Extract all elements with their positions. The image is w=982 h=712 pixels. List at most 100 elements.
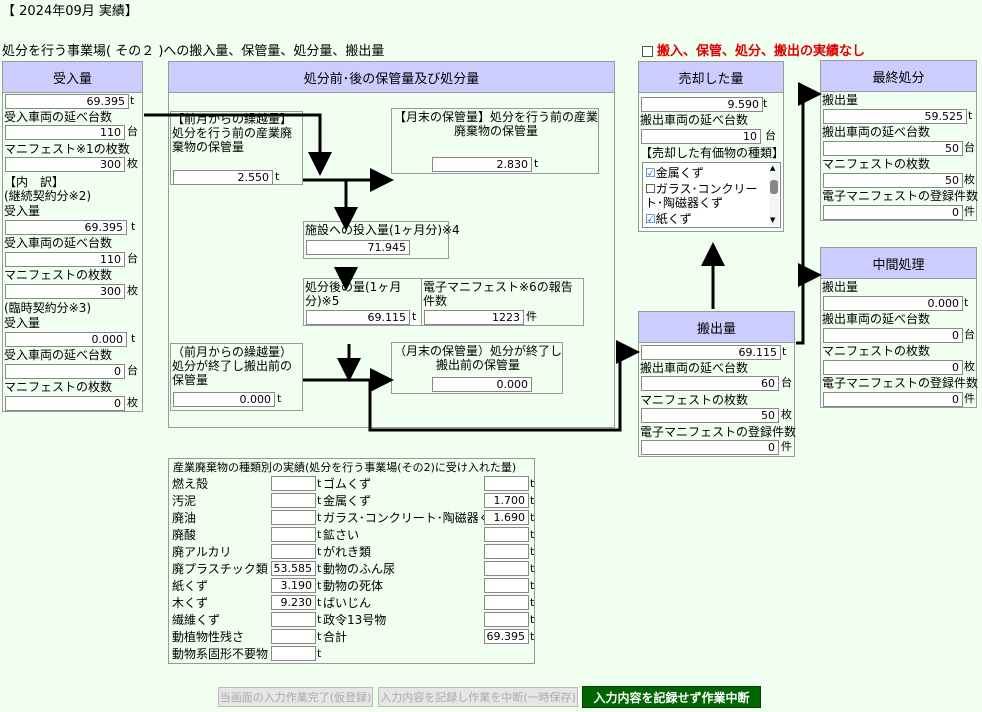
unit-t: t [317, 596, 322, 609]
intake-vehicles-field[interactable]: 110 [5, 125, 125, 140]
intake-amount-field[interactable]: 69.395 [5, 94, 129, 109]
final-manifest-field[interactable]: 50 [823, 173, 963, 188]
unit-dai: 台 [781, 376, 792, 389]
final-e-label: 電子マニフェストの登録件数 [822, 189, 979, 203]
waste-left-field[interactable] [271, 544, 316, 559]
sold-type-item[interactable]: ☑金属くず [645, 166, 704, 180]
sold-type-item[interactable]: ☑紙くず [645, 212, 692, 226]
middle-panel: 中間処理 搬出量 0.000 t 搬出車両の延べ台数 0 台 マニフェストの枚数… [820, 247, 978, 408]
unit-t: t [317, 528, 322, 541]
unit-dai: 台 [964, 328, 975, 341]
sold-types-listbox[interactable]: ☑金属くず ☐ガラス･コンクリート･陶磁器くず ☑紙くず ▲ ▼ [642, 162, 781, 228]
sold-vehicles-field[interactable]: 10 [641, 129, 761, 144]
unit-t: t [530, 596, 535, 609]
unit-dai: 台 [127, 125, 138, 138]
waste-left-field[interactable] [271, 527, 316, 542]
unit-ken: 件 [964, 205, 975, 218]
suspend-nosave-button[interactable]: 入力内容を記録せず作業中断 [582, 686, 761, 708]
temp-label: (臨時契約分※3) [4, 301, 92, 315]
waste-left-field[interactable]: 9.230 [271, 595, 316, 610]
unit-t: t [275, 170, 280, 183]
unit-t: t [317, 630, 322, 643]
waste-right-label: ガラス･コンクリート･陶磁器くず [323, 511, 503, 525]
waste-right-field[interactable] [484, 476, 529, 491]
waste-left-field[interactable] [271, 646, 316, 661]
out-vehicles-field[interactable]: 60 [641, 376, 779, 391]
out-e-field[interactable]: 0 [641, 440, 779, 455]
waste-right-field[interactable]: 1.690 [484, 510, 529, 525]
after-field[interactable]: 69.115 [306, 310, 410, 325]
waste-left-label: 廃アルカリ [172, 545, 232, 559]
intake-manifest-field[interactable]: 300 [5, 157, 125, 172]
waste-left-label: 燃え殻 [172, 477, 209, 491]
unit-t: t [317, 579, 322, 592]
scroll-thumb[interactable] [770, 180, 778, 194]
provisional-save-button[interactable]: 当画面の入力作業完了(仮登録) [218, 687, 373, 707]
waste-right-field[interactable] [484, 578, 529, 593]
waste-left-field[interactable]: 3.190 [271, 578, 316, 593]
waste-right-field[interactable]: 69.395 [484, 629, 529, 644]
final-vehicles-field[interactable]: 50 [823, 141, 963, 156]
cont-amount-label: 受入量 [4, 204, 41, 218]
listbox-scrollbar[interactable]: ▲ ▼ [769, 164, 779, 226]
waste-left-field[interactable]: 53.585 [271, 561, 316, 576]
out-amount-field[interactable]: 69.115 [641, 345, 781, 360]
temp-amount-field[interactable]: 0.000 [5, 332, 127, 347]
waste-left-label: 繊維くず [172, 613, 221, 627]
sold-type-item[interactable]: ☐ガラス･コンクリート･陶磁器くず [645, 182, 758, 210]
carry-before-field[interactable]: 2.550 [173, 170, 273, 185]
unit-t: t [277, 392, 282, 405]
middle-manifest-field[interactable]: 0 [823, 360, 963, 375]
cont-manifest-field[interactable]: 300 [5, 284, 125, 299]
sold-amount-field[interactable]: 9.590 [641, 97, 763, 112]
waste-right-field[interactable] [484, 527, 529, 542]
intake-vehicles-label: 受入車両の延べ台数 [4, 110, 113, 124]
end-after-field[interactable]: 0.000 [432, 377, 532, 392]
sold-panel: 売却した量 9.590 t 搬出車両の延べ台数 10 台 【売却した有価物の種類… [638, 61, 784, 232]
checkbox-icon[interactable]: ☐ [645, 182, 656, 196]
unit-t: t [530, 511, 535, 524]
waste-right-label: 鉱さい [323, 528, 360, 542]
waste-left-field[interactable] [271, 612, 316, 627]
waste-right-field[interactable] [484, 561, 529, 576]
middle-amount-field[interactable]: 0.000 [823, 296, 963, 311]
waste-right-field[interactable] [484, 612, 529, 627]
waste-left-field[interactable] [271, 629, 316, 644]
waste-right-field[interactable] [484, 595, 529, 610]
sold-header: 売却した量 [639, 62, 783, 93]
middle-vehicles-field[interactable]: 0 [823, 328, 963, 343]
checkbox-icon[interactable]: ☑ [645, 212, 656, 226]
waste-left-field[interactable] [271, 493, 316, 508]
input-field[interactable]: 71.945 [306, 240, 410, 255]
scroll-down-icon[interactable]: ▼ [770, 216, 776, 224]
temp-manifest-field[interactable]: 0 [5, 396, 125, 411]
waste-left-label: 動物系固形不要物 [172, 647, 269, 661]
middle-header: 中間処理 [821, 248, 976, 279]
unit-mai: 枚 [964, 173, 975, 186]
end-before-field[interactable]: 2.830 [432, 157, 532, 172]
final-amount-field[interactable]: 59.525 [823, 109, 967, 124]
cont-vehicles-field[interactable]: 110 [5, 252, 125, 267]
checkbox-icon[interactable]: ☑ [645, 166, 656, 180]
cont-amount-field[interactable]: 69.395 [5, 220, 127, 235]
suspend-save-button[interactable]: 入力内容を記録し作業を中断(一時保存) [378, 687, 578, 707]
out-manifest-field[interactable]: 50 [641, 408, 779, 423]
no-record-option[interactable]: 搬入、保管、処分、搬出の実績なし [642, 40, 865, 59]
out-header: 搬出量 [639, 312, 794, 343]
waste-right-field[interactable] [484, 544, 529, 559]
middle-amount-label: 搬出量 [822, 280, 859, 294]
carry-after-field[interactable]: 0.000 [173, 392, 275, 407]
unit-dai: 台 [127, 364, 138, 377]
page-subtitle: 処分を行う事業場( その２ )への搬入量、保管量、処分量、搬出量 [2, 44, 385, 59]
waste-right-field[interactable]: 1.700 [484, 493, 529, 508]
waste-left-field[interactable] [271, 510, 316, 525]
unit-t: t [317, 545, 322, 558]
final-e-field[interactable]: 0 [823, 205, 963, 220]
no-record-checkbox[interactable] [642, 46, 653, 57]
e-manifest-field[interactable]: 1223 [424, 310, 524, 325]
scroll-up-icon[interactable]: ▲ [770, 164, 776, 172]
middle-e-field[interactable]: 0 [823, 392, 963, 407]
waste-left-field[interactable] [271, 476, 316, 491]
unit-t: t [530, 545, 535, 558]
temp-vehicles-field[interactable]: 0 [5, 364, 125, 379]
